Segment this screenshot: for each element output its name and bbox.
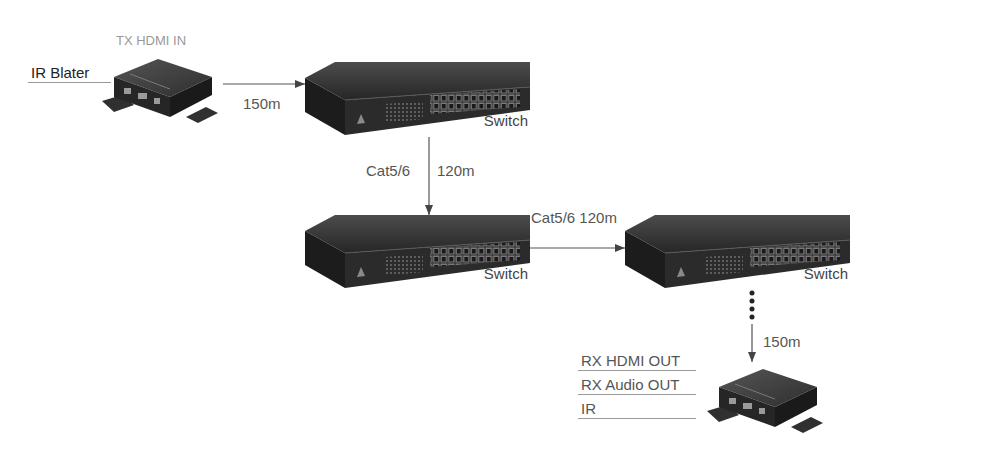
cable-label: Cat5/6: [365, 162, 411, 180]
connector-line: [428, 137, 429, 215]
connector-line: [223, 83, 305, 84]
network-switch: Switch: [305, 62, 530, 137]
cable-connector: [752, 293, 753, 362]
switch-label: Switch: [804, 265, 848, 283]
cable-length-label: Cat5/6 120m: [530, 209, 618, 227]
switch-label: Switch: [484, 112, 528, 130]
connector-line: [530, 247, 625, 248]
cable-connector: [429, 137, 430, 215]
device-name: TX HDMI IN: [116, 32, 186, 50]
cable-connector: [530, 248, 625, 249]
network-switch: Switch: [625, 215, 850, 290]
rx-device-illustration: [707, 369, 823, 433]
cable-length-label: 150m: [242, 95, 282, 113]
port-label: IR: [578, 400, 696, 419]
tx-device: TX HDMI INIR Blater: [98, 52, 223, 132]
tx-device-illustration: [102, 59, 218, 123]
connector-line: [750, 293, 755, 320]
network-switch: Switch: [305, 215, 530, 290]
switch-illustration: [305, 62, 530, 135]
connector-line: [751, 324, 752, 362]
switch-illustration: [625, 215, 850, 288]
port-label: RX HDMI OUT: [578, 352, 696, 371]
cable-label: IR Blater: [28, 64, 111, 83]
switch-illustration: [305, 215, 530, 288]
rx-device: RX HDMI OUTRX Audio OUTIR: [703, 362, 823, 442]
cable-connector: [223, 84, 305, 85]
switch-label: Switch: [484, 265, 528, 283]
cable-label: 120m: [436, 162, 476, 180]
port-label: RX Audio OUT: [578, 376, 696, 395]
cable-length-label: 150m: [762, 333, 802, 351]
